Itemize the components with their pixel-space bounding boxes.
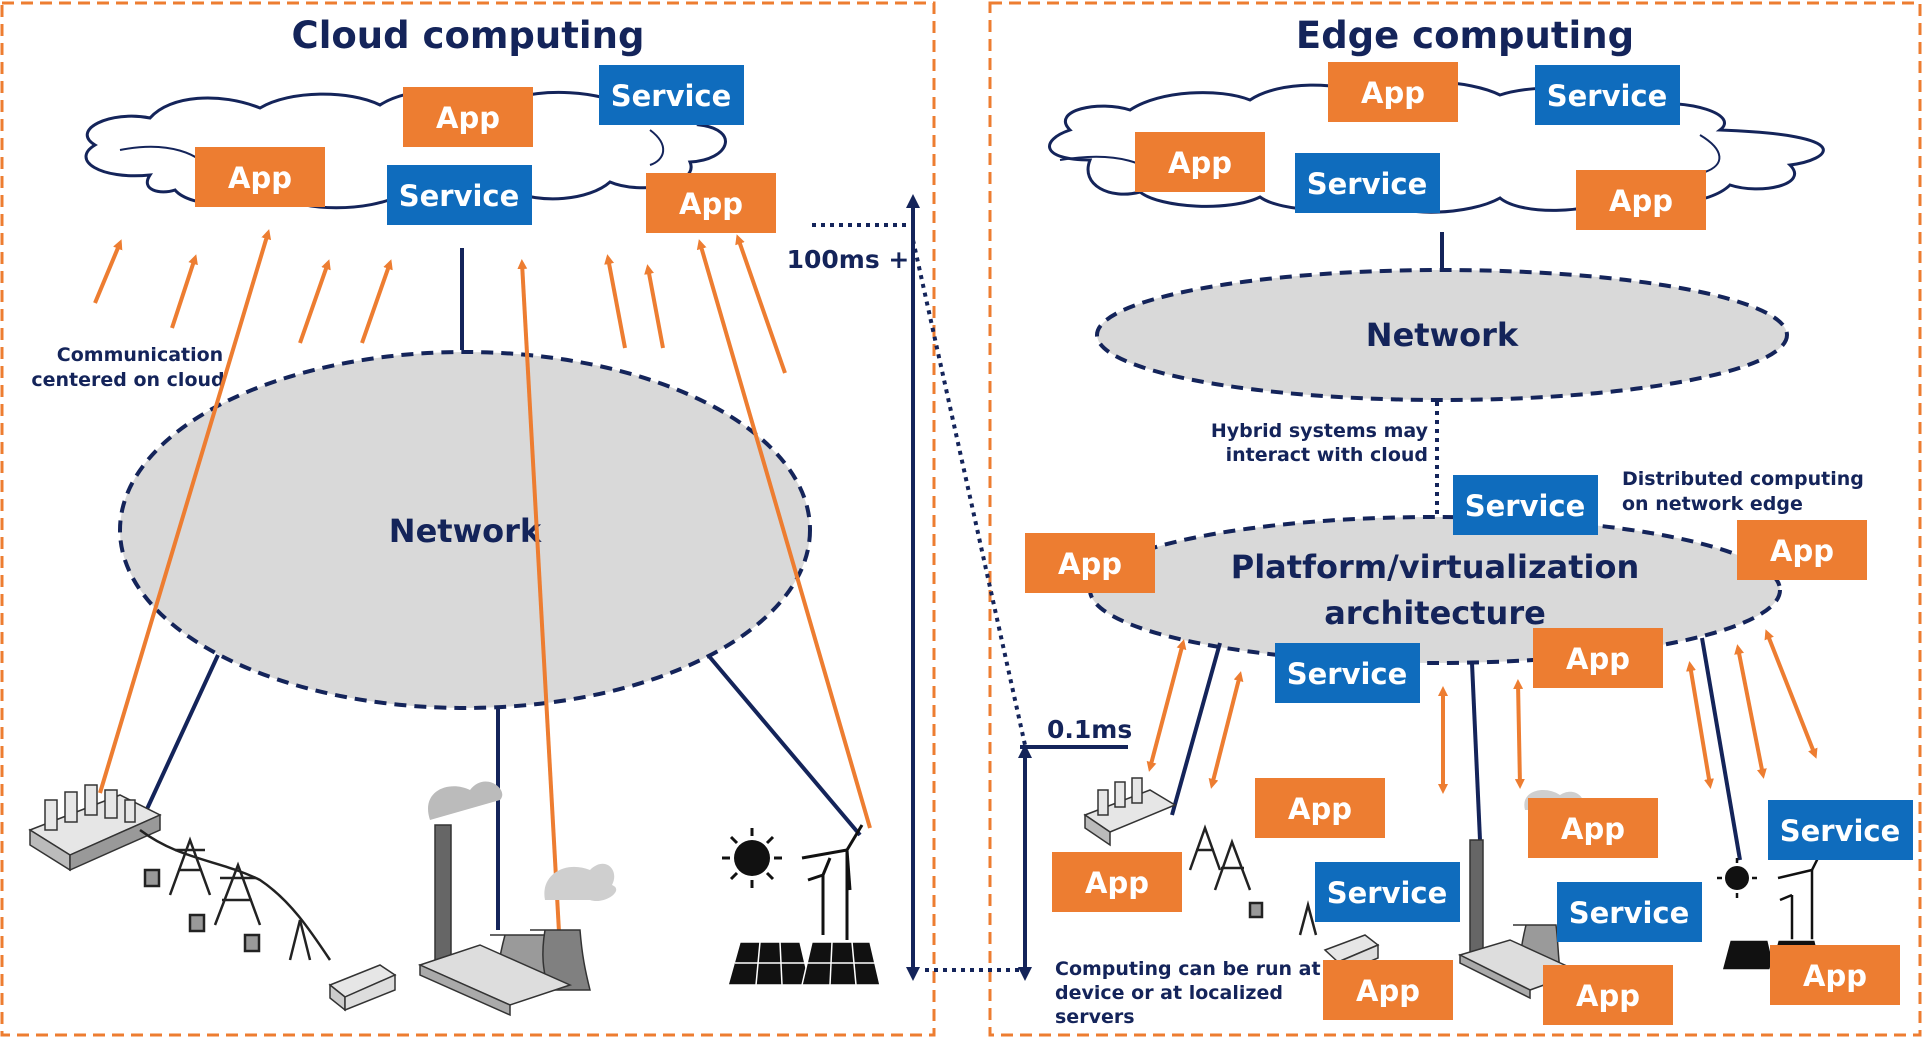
cloud-app-box: App	[403, 87, 533, 147]
device-service-box: Service	[1315, 862, 1460, 922]
cloud-latency-label: 100ms +	[787, 245, 910, 274]
transmission-line-icon	[139, 828, 332, 961]
edge-cloud-app-box: App	[1576, 170, 1706, 230]
cloud-service-box: Service	[387, 165, 532, 225]
edge-traffic-arrows	[1146, 629, 1818, 794]
edge-cloud-service-box: Service	[1295, 153, 1440, 213]
device-app-box: App	[1323, 960, 1453, 1020]
device-app-box: App	[1528, 798, 1658, 858]
svg-text:Service: Service	[1327, 876, 1448, 910]
device-app-box: App	[1543, 965, 1673, 1025]
svg-text:App: App	[1085, 866, 1149, 900]
svg-text:App: App	[1803, 959, 1867, 993]
svg-text:App: App	[228, 161, 292, 195]
svg-text:App: App	[1288, 792, 1352, 826]
platform-service-box: Service	[1275, 643, 1420, 703]
factory-icon	[417, 781, 617, 1017]
platform-app-box: App	[1533, 628, 1663, 688]
cloud-panel-frame	[0, 1, 936, 1037]
platform-service-box: Service	[1453, 475, 1598, 535]
edge-latency-label: 0.1ms	[1047, 715, 1132, 744]
svg-text:App: App	[1609, 184, 1673, 218]
device-app-box: App	[1255, 778, 1385, 838]
svg-text:App: App	[1561, 812, 1625, 846]
svg-text:Service: Service	[1307, 167, 1428, 201]
device-note: Computing can be run at	[1055, 958, 1321, 980]
svg-text:App: App	[679, 187, 743, 221]
house-icon	[328, 964, 397, 1012]
svg-text:App: App	[1566, 642, 1630, 676]
platform-label: architecture	[1324, 594, 1546, 632]
svg-text:Service: Service	[1465, 489, 1586, 523]
device-app-box: App	[1052, 852, 1182, 912]
edge-cloud-service-box: Service	[1535, 65, 1680, 125]
edge-cloud-app-box: App	[1135, 132, 1265, 192]
edge-power-plant-icon	[1083, 777, 1177, 847]
edge-network-ellipse	[1095, 268, 1789, 402]
svg-text:App: App	[1770, 534, 1834, 568]
cloud-service-box: Service	[599, 65, 744, 125]
device-app-box: App	[1770, 945, 1900, 1005]
hybrid-note: interact with cloud	[1226, 444, 1428, 466]
cloud-app-box: App	[195, 147, 325, 207]
svg-text:App: App	[1058, 547, 1122, 581]
hybrid-note: Hybrid systems may	[1211, 420, 1429, 442]
solar-wind-icon	[722, 824, 881, 986]
svg-text:Service: Service	[1569, 896, 1690, 930]
cloud-network-ellipse	[118, 350, 812, 710]
edge-panel-frame	[988, 1, 1922, 1037]
edge-panel-title: Edge computing	[1296, 14, 1634, 57]
cloud-network-label: Network	[389, 512, 542, 550]
platform-app-box: App	[1025, 533, 1155, 593]
svg-text:Service: Service	[1547, 79, 1668, 113]
svg-text:Service: Service	[399, 179, 520, 213]
platform-label: Platform/virtualization	[1231, 548, 1640, 586]
svg-text:App: App	[1576, 979, 1640, 1013]
latency-connector	[911, 239, 1027, 746]
svg-text:App: App	[1356, 974, 1420, 1008]
communication-note: centered on cloud	[31, 369, 224, 391]
cloud-panel-title: Cloud computing	[292, 14, 645, 57]
svg-text:App: App	[436, 101, 500, 135]
device-service-box: Service	[1557, 882, 1702, 942]
plant-cloud-arrows	[98, 229, 872, 951]
edge-transmission-icon	[1188, 824, 1318, 936]
device-note: device or at localized	[1055, 982, 1283, 1004]
platform-app-box: App	[1737, 520, 1867, 580]
cloud-app-box: App	[646, 173, 776, 233]
distributed-note: on network edge	[1622, 493, 1803, 515]
edge-cloud-app-box: App	[1328, 62, 1458, 122]
svg-text:Service: Service	[1780, 814, 1901, 848]
network-plant-links	[133, 653, 862, 930]
communication-note: Communication	[57, 344, 223, 366]
cloud-traffic-arrows	[93, 234, 787, 374]
platform-ellipse	[1088, 515, 1782, 665]
distributed-note: Distributed computing	[1622, 468, 1864, 490]
svg-text:App: App	[1168, 146, 1232, 180]
device-service-box: Service	[1768, 800, 1913, 860]
power-plant-icon	[28, 784, 162, 872]
svg-text:Service: Service	[1287, 657, 1408, 691]
svg-text:Service: Service	[611, 79, 732, 113]
svg-text:App: App	[1361, 76, 1425, 110]
device-note: servers	[1055, 1006, 1135, 1028]
edge-network-label: Network	[1366, 316, 1519, 354]
